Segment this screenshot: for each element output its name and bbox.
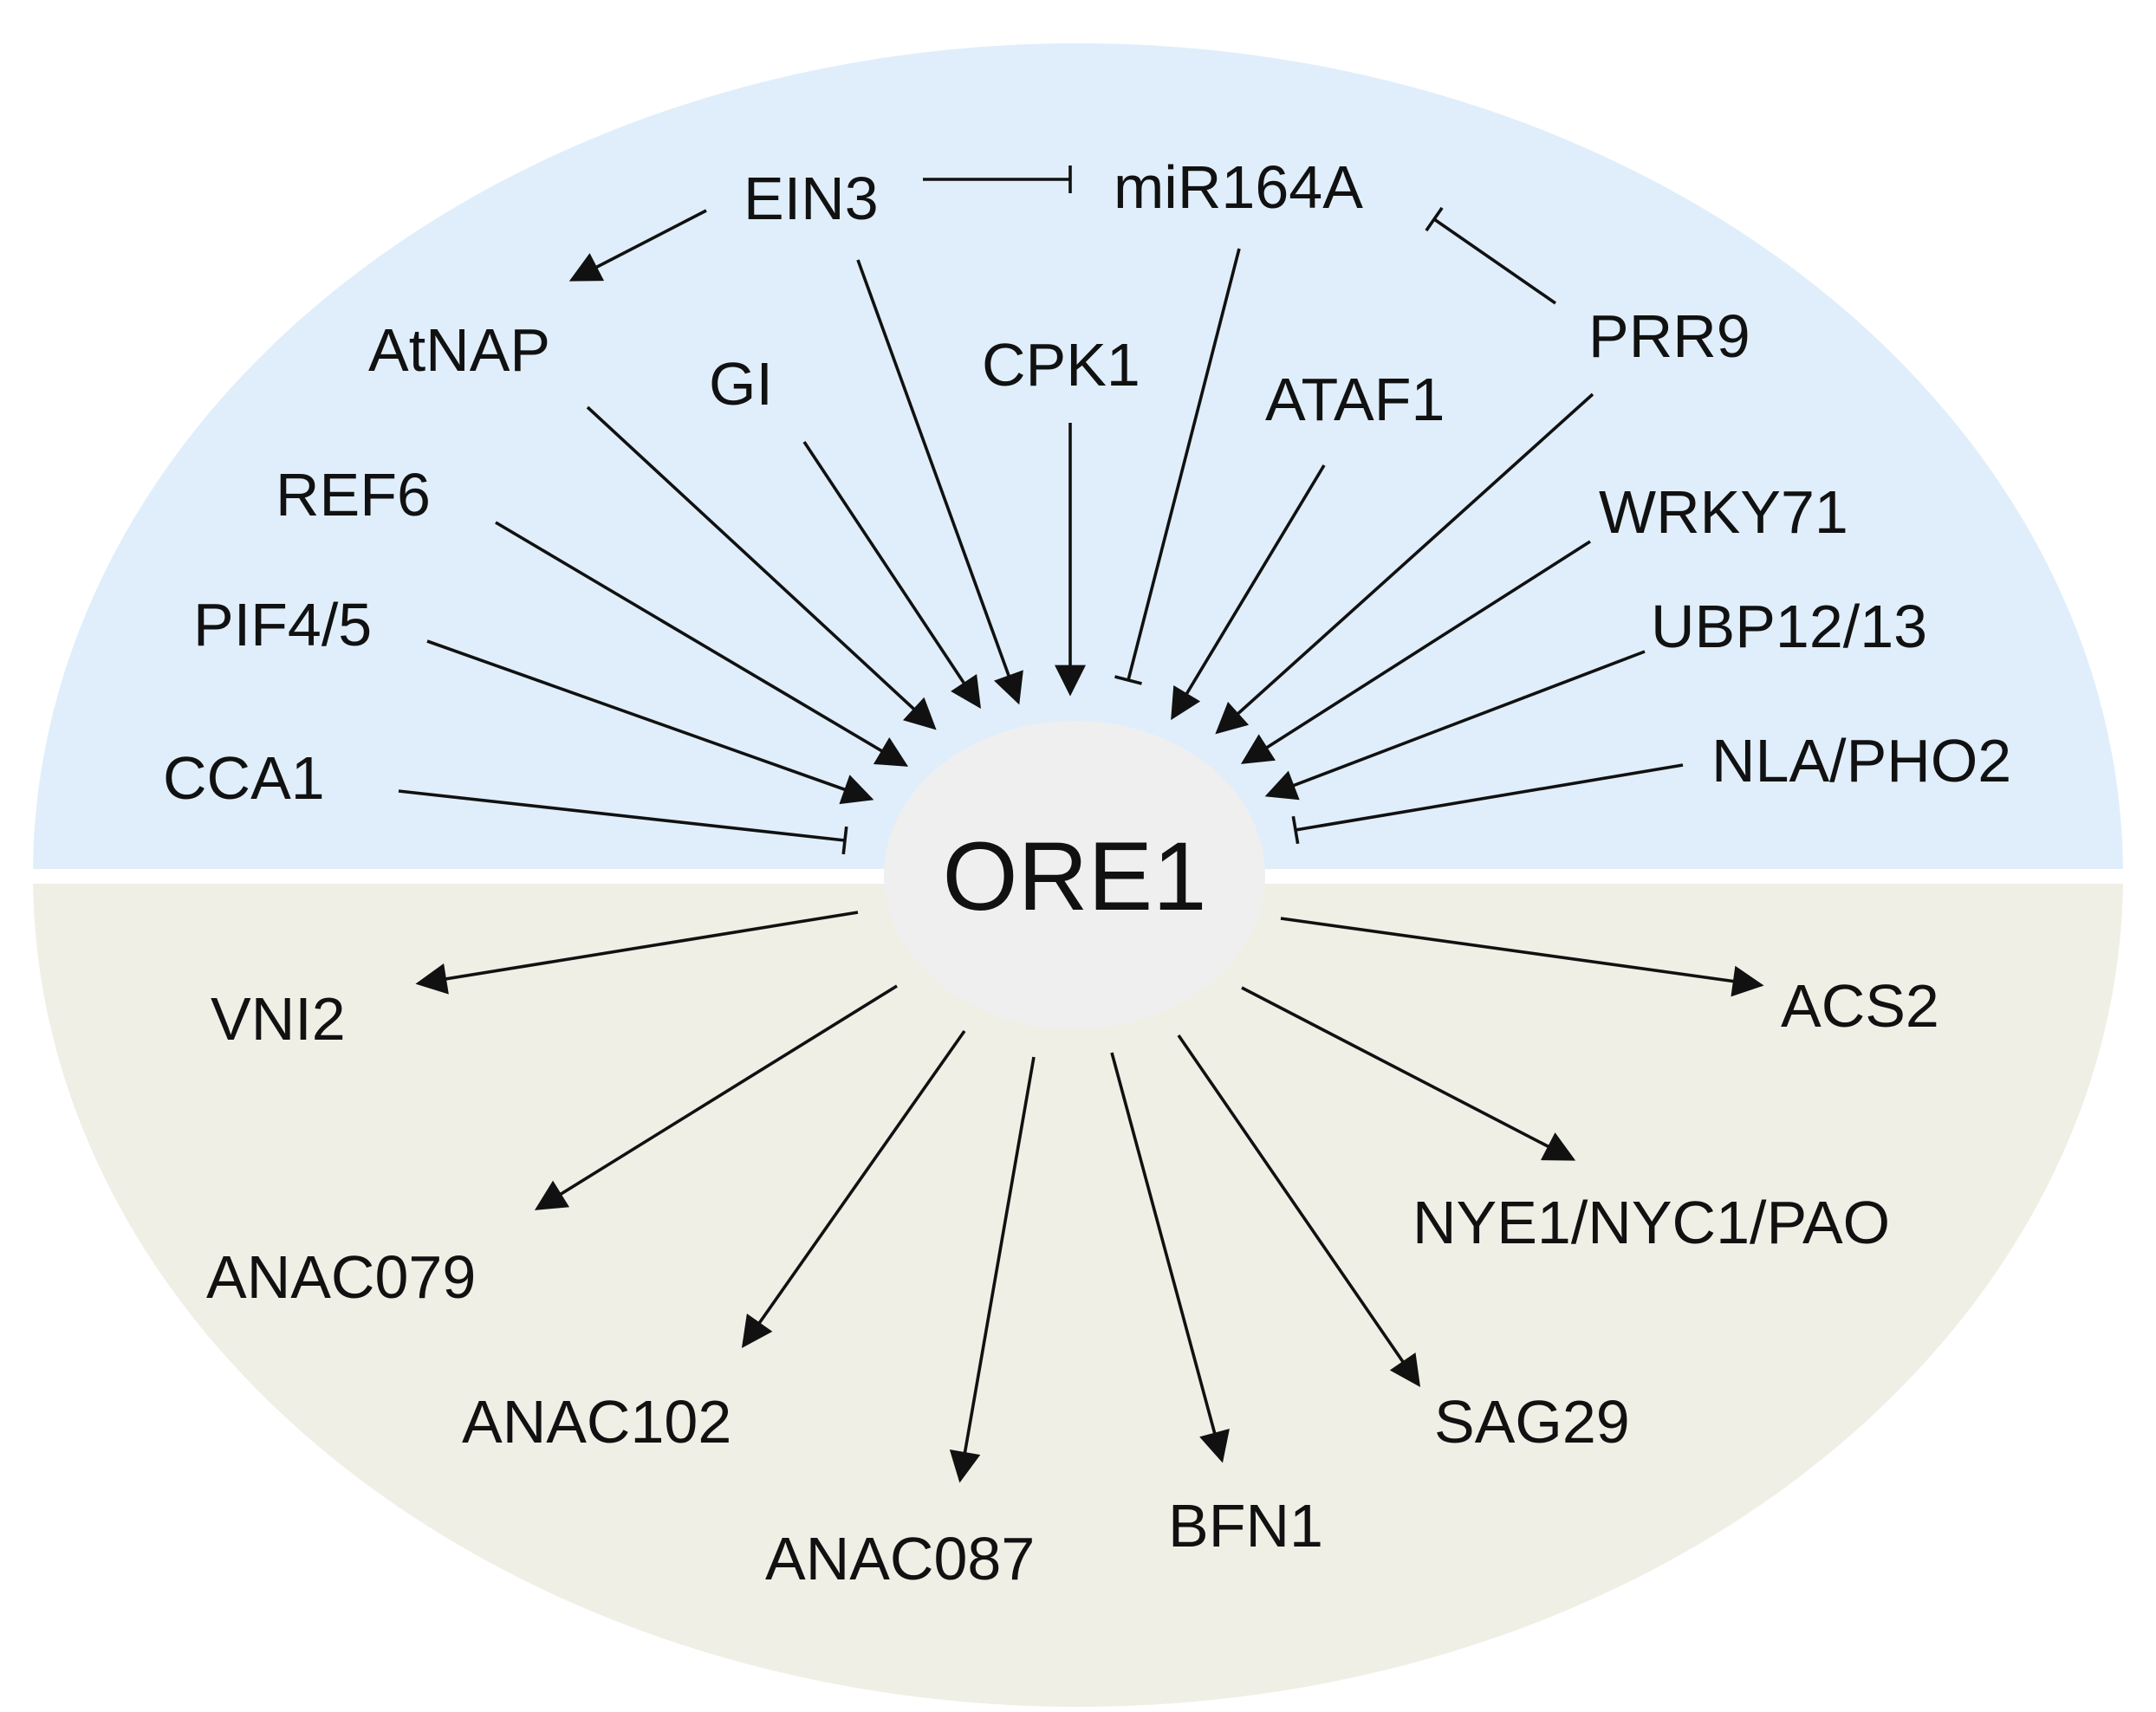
edge-ref6-to-ore1-activation xyxy=(495,521,909,767)
downstream-region xyxy=(33,884,2123,1707)
inhibition-bar-prr9-to-mir164a xyxy=(1425,206,1444,232)
node-anac087: ANAC087 xyxy=(765,1525,1035,1592)
node-vni2: VNI2 xyxy=(211,985,346,1053)
edge-ein3-to-ore1-activation xyxy=(856,259,1023,705)
node-atnap: AtNAP xyxy=(368,316,550,384)
edge-ataf1-to-ore1-activation xyxy=(1171,464,1326,721)
upstream-region xyxy=(33,43,2123,869)
edge-ore1-to-vni2-activation xyxy=(415,911,859,995)
node-anac079: ANAC079 xyxy=(206,1243,476,1311)
edge-prr9-to-mir164a-inhibition xyxy=(1432,217,1557,305)
node-ataf1: ATAF1 xyxy=(1265,366,1445,433)
edge-ore1-to-anac079-activation xyxy=(534,984,898,1210)
edges-layer xyxy=(398,165,1764,1483)
inhibition-bar-mir164a-to-ore1 xyxy=(1114,675,1142,685)
edge-ein3-to-atnap-activation xyxy=(568,209,707,282)
edge-mir164a-to-ore1-inhibition xyxy=(1127,248,1241,681)
node-mir164a: miR164A xyxy=(1114,153,1363,221)
node-anac102: ANAC102 xyxy=(462,1388,731,1456)
node-sag29: SAG29 xyxy=(1434,1388,1630,1456)
node-bfn1: BFN1 xyxy=(1168,1492,1323,1560)
edge-nla-pho2-to-ore1-inhibition xyxy=(1295,763,1684,832)
edge-ore1-to-nye1-nyc1-pao-activation xyxy=(1241,986,1576,1161)
upstream-labels: EIN3 miR164A AtNAP GI CPK1 ATAF1 PRR9 RE… xyxy=(163,153,2011,812)
edge-cca1-to-ore1-inhibition xyxy=(398,789,846,842)
edge-ore1-to-anac102-activation xyxy=(741,1029,966,1348)
edge-gi-to-ore1-activation xyxy=(802,441,981,710)
node-ein3: EIN3 xyxy=(744,165,879,232)
node-ref6: REF6 xyxy=(276,461,431,529)
edge-ore1-to-sag29-activation xyxy=(1177,1034,1421,1387)
node-wrky71: WRKY71 xyxy=(1599,478,1848,546)
edge-wrky71-to-ore1-activation xyxy=(1240,540,1591,764)
edge-atnap-to-ore1-activation xyxy=(586,405,937,730)
node-gi: GI xyxy=(709,350,773,418)
node-acs2: ACS2 xyxy=(1781,972,1939,1040)
node-nye1-nyc1-pao: NYE1/NYC1/PAO xyxy=(1412,1189,1890,1256)
ore1-node xyxy=(884,721,1265,1029)
node-cca1: CCA1 xyxy=(163,744,325,812)
downstream-labels: VNI2 ACS2 ANAC079 NYE1/NYC1/PAO ANAC102 … xyxy=(206,972,1939,1592)
edge-ubp12-13-to-ore1-activation xyxy=(1264,650,1646,801)
edge-ore1-to-acs2-activation xyxy=(1280,917,1764,997)
edge-prr9-to-ore1-activation xyxy=(1215,392,1594,735)
edge-pif4-5-to-ore1-activation xyxy=(426,639,874,805)
node-cpk1: CPK1 xyxy=(982,331,1140,399)
inhibition-bar-cca1-to-ore1 xyxy=(841,826,848,855)
node-ubp1213: UBP12/13 xyxy=(1651,593,1927,660)
node-nlapho2: NLA/PHO2 xyxy=(1711,727,2011,794)
inhibition-bar-nla-pho2-to-ore1 xyxy=(1291,815,1300,845)
edge-ore1-to-anac087-activation xyxy=(949,1056,1036,1483)
node-pif45: PIF4/5 xyxy=(193,591,372,658)
edge-ore1-to-bfn1-activation xyxy=(1110,1052,1230,1463)
node-prr9: PRR9 xyxy=(1588,302,1750,370)
ore1-label: ORE1 xyxy=(943,822,1207,931)
